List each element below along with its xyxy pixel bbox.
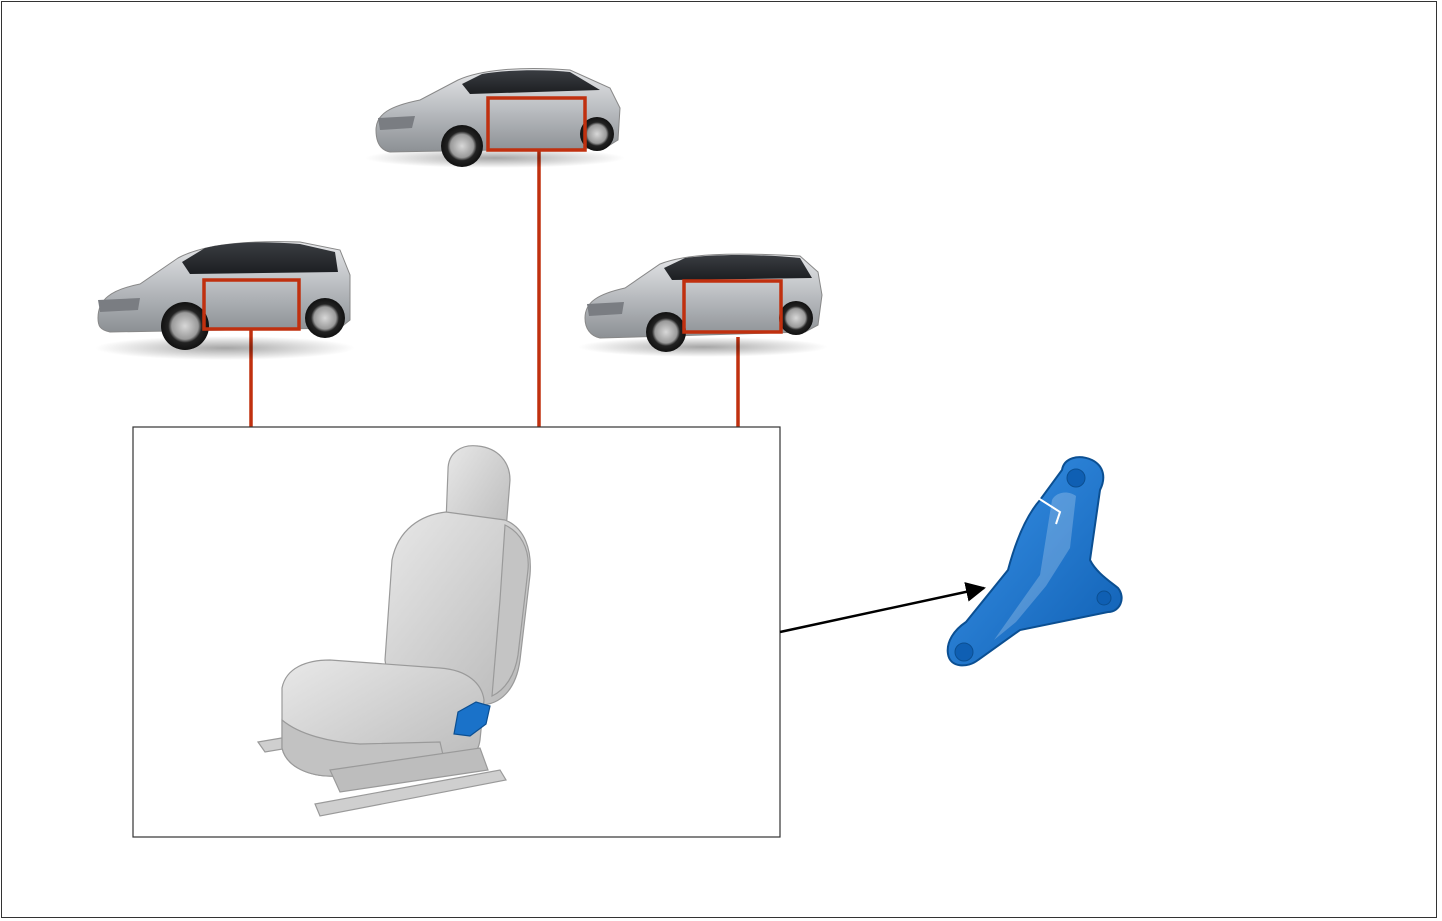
- seat-bracket-part-icon: [948, 457, 1122, 665]
- suv-car-icon: [95, 242, 355, 360]
- wagon-car-icon: [578, 254, 828, 357]
- detail-arrow: [780, 588, 984, 632]
- sedan-car-icon: [365, 68, 625, 168]
